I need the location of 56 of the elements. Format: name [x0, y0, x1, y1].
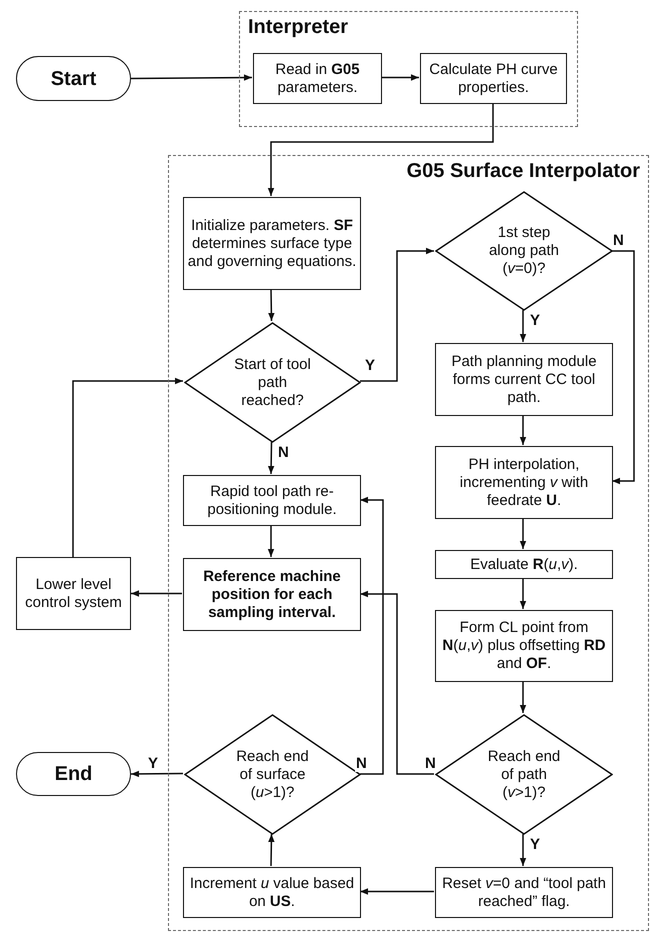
group-title: Interpreter [248, 16, 348, 39]
box-text: PH interpolation, incrementing v with feedrate U. [458, 456, 590, 510]
arrow [520, 681, 526, 713]
box-text: Evaluate R(u,v). [470, 556, 578, 574]
decision-text: Start of tool path reached? [233, 356, 312, 410]
arrow [268, 525, 274, 557]
process-box [183, 197, 361, 290]
edge-label: N [355, 755, 368, 772]
process-box [253, 53, 382, 104]
box-text: Lower level control system [24, 576, 123, 612]
arrow [268, 103, 494, 196]
group-title: G05 Surface Interpolator [406, 160, 640, 183]
terminal-label: End [54, 762, 92, 786]
process-box [435, 446, 613, 519]
arrow [131, 590, 182, 597]
process-box [435, 550, 613, 579]
decision-text: 1st step along path (v=0)? [488, 224, 560, 278]
box-text: Increment u value based on US. [188, 874, 356, 910]
process-box [420, 53, 567, 104]
box-text: Initialize parameters. SF determines surface type and governing equations. [187, 216, 357, 270]
process-box [435, 610, 613, 682]
arrow [131, 770, 183, 778]
arrow [520, 834, 526, 866]
arrow [520, 578, 526, 609]
arrow [612, 250, 635, 484]
box-text: Reference machine position for each sampling interval. [202, 568, 342, 622]
terminal-label: Start [50, 66, 96, 90]
process-box [435, 867, 613, 918]
box-text: Calculate PH curve properties. [428, 60, 559, 96]
process-box [183, 558, 361, 631]
decision-text: Reach end of path (v>1)? [486, 748, 562, 802]
arrow [520, 518, 526, 549]
arrow [360, 888, 434, 895]
box-text: Read in G05 parameters. [274, 60, 361, 96]
box-text: Path planning module forms current CC tool path. [450, 352, 598, 406]
arrow [72, 378, 183, 557]
box-text: Rapid tool path re-positioning module. [206, 482, 338, 518]
dashed-group-frame [168, 155, 649, 931]
box-text: Reset v=0 and “tool path reached” flag. [441, 874, 607, 910]
process-box [435, 343, 613, 416]
process-box [183, 475, 361, 526]
arrow [360, 590, 434, 775]
arrow [381, 74, 419, 81]
box-text: Form CL point from N(u,v) plus offsetting RD and OF. [441, 619, 607, 673]
arrow [268, 442, 274, 474]
arrow [360, 248, 434, 382]
process-box [16, 557, 131, 630]
arrow [268, 834, 275, 866]
arrow [131, 74, 252, 81]
arrow [520, 415, 526, 445]
dashed-group-frame [239, 11, 578, 127]
arrow [520, 310, 526, 342]
process-box [183, 867, 361, 918]
arrow [360, 496, 384, 775]
arrow [268, 288, 275, 322]
decision-text: Reach end of surface (u>1)? [235, 748, 310, 802]
